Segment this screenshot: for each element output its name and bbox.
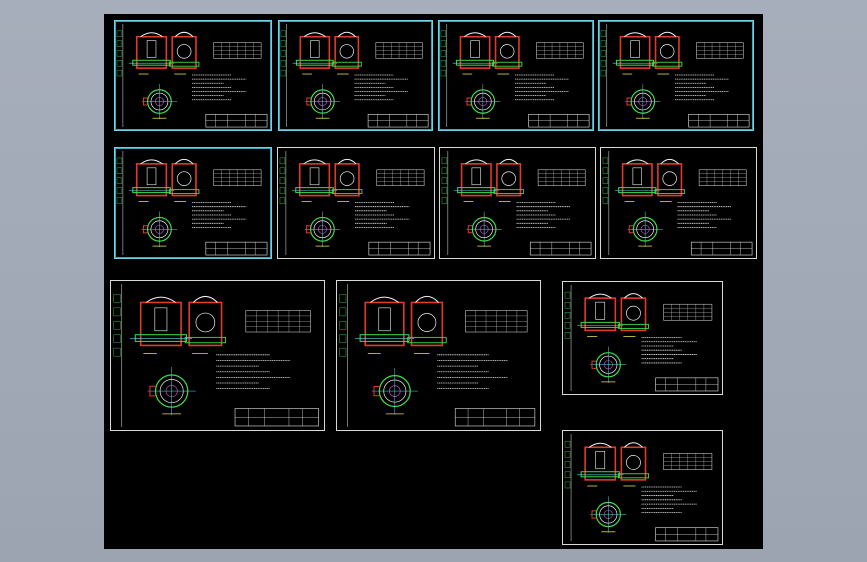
sheet-drawing	[441, 151, 592, 256]
sheet-drawing	[339, 284, 536, 427]
sheet-drawing	[440, 24, 590, 128]
drawing-sheet-7[interactable]	[439, 147, 596, 259]
drawing-sheet-11[interactable]	[562, 281, 723, 395]
drawing-sheet-5[interactable]	[114, 147, 272, 259]
sheet-drawing	[602, 151, 753, 256]
sheet-drawing	[280, 24, 429, 128]
drawing-canvas[interactable]	[104, 14, 763, 549]
drawing-sheet-10[interactable]	[336, 280, 541, 431]
drawing-sheet-4[interactable]	[598, 20, 754, 131]
sheet-drawing	[113, 284, 319, 427]
sheet-drawing	[116, 151, 268, 256]
sheet-drawing	[279, 151, 431, 256]
sheet-drawing	[564, 434, 719, 542]
drawing-sheet-9[interactable]	[110, 280, 325, 431]
sheet-drawing	[116, 24, 268, 128]
drawing-sheet-6[interactable]	[277, 147, 435, 259]
drawing-sheet-8[interactable]	[600, 147, 757, 259]
drawing-sheet-2[interactable]	[278, 20, 433, 131]
sheet-drawing	[564, 285, 719, 392]
drawing-sheet-3[interactable]	[438, 20, 594, 131]
sheet-drawing	[600, 24, 750, 128]
drawing-sheet-1[interactable]	[114, 20, 272, 131]
drawing-sheet-12[interactable]	[562, 430, 723, 545]
